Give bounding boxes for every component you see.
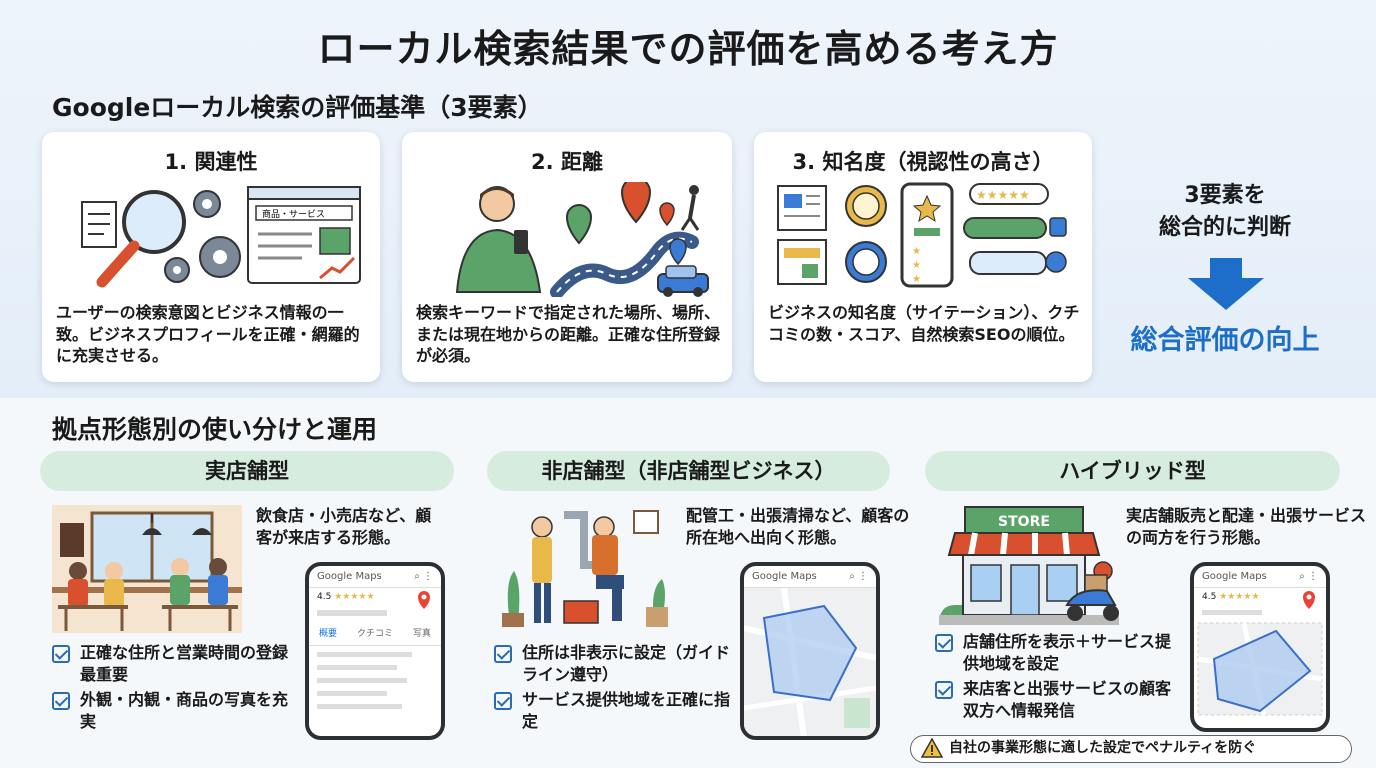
svg-text:★: ★	[912, 260, 921, 271]
check-item: 外観・内観・商品の写真を充実	[52, 689, 302, 732]
type-hybrid-desc: 実店舗販売と配達・出張サービスの両方を行う形態。	[1126, 506, 1367, 547]
svg-text:★: ★	[912, 274, 921, 285]
tab-reviews[interactable]: クチコミ	[356, 629, 393, 639]
plumber-illustration-icon	[502, 510, 668, 627]
distance-illustration-icon	[455, 182, 709, 297]
card-distance-title: 2. 距離	[531, 150, 603, 174]
store-illustration-icon: STORE	[939, 506, 1119, 625]
summary-result: 総合評価の向上	[1130, 325, 1320, 356]
summary-line-1: 3要素を	[1184, 183, 1266, 208]
restaurant-illustration-icon	[52, 505, 242, 633]
card-prominence-title: 3. 知名度（視認性の高さ）	[792, 150, 1054, 174]
card-distance: 2. 距離 検索キーワードで指定された場所、場所、または現在地からの距離。正確な…	[402, 132, 732, 382]
relevance-illus-label: 商品・サービス	[262, 208, 325, 220]
type-service-area-checks: 住所は非表示に設定（ガイドライン遵守） サービス提供地域を正確に指定	[494, 642, 734, 736]
card-relevance: 1. 関連性 商品・サービス ユーザーの検索意図とビジネス情報の一致。ビジネスプ…	[42, 132, 380, 382]
phone-service-area: Google Maps⌕ ⋮	[740, 562, 880, 740]
maps-app-bar: Google Maps⌕ ⋮	[1194, 566, 1326, 588]
checkbox-icon	[494, 692, 512, 711]
check-item: 来店客と出張サービスの顧客双方へ情報発信	[935, 678, 1185, 721]
card-relevance-title: 1. 関連性	[164, 150, 258, 174]
card-prominence: 3. 知名度（視認性の高さ） ★ ★ ★ ★★★★★ ビジネスの知名度（サイテー…	[754, 132, 1092, 382]
page-title: ローカル検索結果での評価を高める考え方	[317, 27, 1059, 71]
type-hybrid-pill: ハイブリッド型	[925, 451, 1340, 491]
checkbox-icon	[52, 692, 70, 711]
type-service-area-desc: 配管工・出張清掃など、顧客の所在地へ出向く形態。	[686, 506, 910, 547]
type-hybrid-checks: 店舗住所を表示＋サービス提供地域を設定 来店客と出張サービスの顧客双方へ情報発信	[935, 631, 1185, 725]
checkbox-icon	[494, 645, 512, 663]
type-physical-pill: 実店舗型	[40, 451, 454, 491]
tab-photos[interactable]: 写真	[412, 629, 431, 639]
warning-icon	[921, 738, 943, 758]
map-pin-icon	[1303, 591, 1315, 609]
relevance-illustration-icon: 商品・サービス	[81, 186, 361, 288]
maps-tabs: 概要 クチコミ 写真	[309, 620, 441, 646]
summary-line-2: 総合的に判断	[1158, 214, 1291, 240]
card-relevance-desc: ユーザーの検索意図とビジネス情報の一致。ビジネスプロフィールを正確・網羅的に充実…	[56, 303, 360, 366]
svg-text:★: ★	[912, 246, 921, 257]
check-item: サービス提供地域を正確に指定	[494, 689, 734, 732]
phone-physical: Google Maps⌕ ⋮ 4.5 ★★★★★ 概要 クチコミ 写真	[305, 562, 445, 740]
check-item: 店舗住所を表示＋サービス提供地域を設定	[935, 631, 1185, 674]
service-area-map-icon	[744, 587, 876, 736]
check-item: 正確な住所と営業時間の登録最重要	[52, 642, 302, 685]
store-sign: STORE	[998, 514, 1050, 530]
type-physical-desc: 飲食店・小売店など、顧客が来店する形態。	[256, 506, 432, 547]
maps-rating: 4.5 ★★★★★	[309, 588, 441, 609]
map-pin-icon	[418, 591, 430, 609]
phone-hybrid: Google Maps⌕ ⋮ 4.5 ★★★★★	[1190, 562, 1330, 732]
maps-app-bar: Google Maps⌕ ⋮	[744, 566, 876, 588]
section1-heading: Googleローカル検索の評価基準（3要素）	[52, 93, 543, 122]
warning-text: 自社の事業形態に適した設定でペナルティを防ぐ	[949, 740, 1257, 756]
checkbox-icon	[935, 634, 953, 652]
prominence-illustration-icon: ★ ★ ★ ★★★★★	[777, 182, 1067, 288]
summary-text: 3要素を 総合的に判断	[1110, 180, 1340, 244]
card-prominence-desc: ビジネスの知名度（サイテーション）、クチコミの数・スコア、自然検索SEOの順位。	[768, 303, 1080, 344]
svg-text:★★★★★: ★★★★★	[976, 188, 1030, 202]
maps-rating: 4.5 ★★★★★	[1194, 588, 1326, 609]
hybrid-area-map-icon	[1197, 622, 1323, 716]
maps-app-bar: Google Maps⌕ ⋮	[309, 566, 441, 588]
type-service-area-pill: 非店舗型（非店舗型ビジネス）	[487, 451, 890, 491]
section2-heading: 拠点形態別の使い分けと運用	[52, 415, 378, 444]
type-physical-checks: 正確な住所と営業時間の登録最重要 外観・内観・商品の写真を充実	[52, 642, 302, 736]
checkbox-icon	[52, 645, 70, 663]
checkbox-icon	[935, 681, 953, 700]
arrow-down-icon	[1188, 258, 1264, 310]
card-distance-desc: 検索キーワードで指定された場所、場所、または現在地からの距離。正確な住所登録が必…	[416, 303, 721, 366]
tab-overview[interactable]: 概要	[318, 629, 337, 639]
check-item: 住所は非表示に設定（ガイドライン遵守）	[494, 642, 734, 685]
warning-banner: 自社の事業形態に適した設定でペナルティを防ぐ	[910, 735, 1352, 763]
